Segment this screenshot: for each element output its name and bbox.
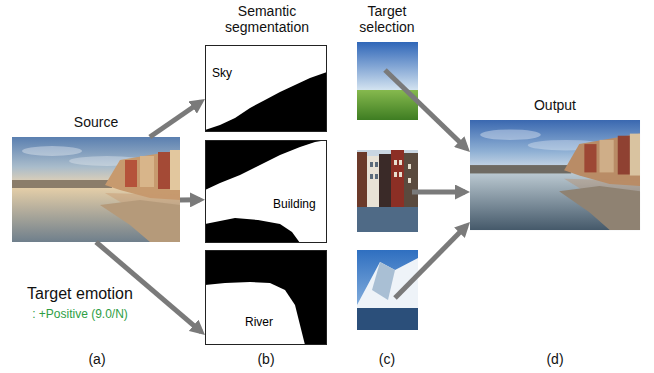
column-heading: Target selection — [350, 3, 424, 35]
panel-letter: (c) — [370, 351, 404, 368]
panel-letter: (d) — [538, 351, 572, 368]
emotion-value: : +Positive (9.0/N) — [10, 307, 150, 321]
source-photo — [12, 137, 180, 242]
column-heading: Semantic segmentation — [206, 3, 328, 35]
sky-mask — [205, 45, 327, 132]
segmentation-mask: Building — [205, 140, 327, 243]
panel-heading: Source — [0, 114, 200, 131]
target-field-photo — [357, 42, 418, 120]
segmentation-mask: Sky — [205, 45, 327, 132]
region-label: Building — [272, 197, 317, 211]
region-label: River — [244, 315, 274, 329]
river-mask — [205, 250, 327, 345]
target-mountain-photo — [357, 250, 418, 330]
segmentation-arrow — [180, 197, 200, 202]
photo-panel: Output — [470, 120, 640, 230]
transfer-arrows — [385, 70, 467, 298]
building-mask — [205, 140, 327, 243]
panel-letter: (a) — [80, 351, 114, 368]
region-label: Sky — [211, 66, 233, 80]
photo-panel: Source — [12, 137, 180, 242]
panel-heading: Output — [450, 97, 654, 114]
target-building-photo — [357, 150, 418, 232]
emotion-title: Target emotion — [10, 284, 150, 303]
panel-letter: (b) — [249, 351, 283, 368]
output-photo — [470, 120, 640, 230]
segmentation-mask: River — [205, 250, 327, 345]
segmentation-arrow — [150, 102, 201, 137]
